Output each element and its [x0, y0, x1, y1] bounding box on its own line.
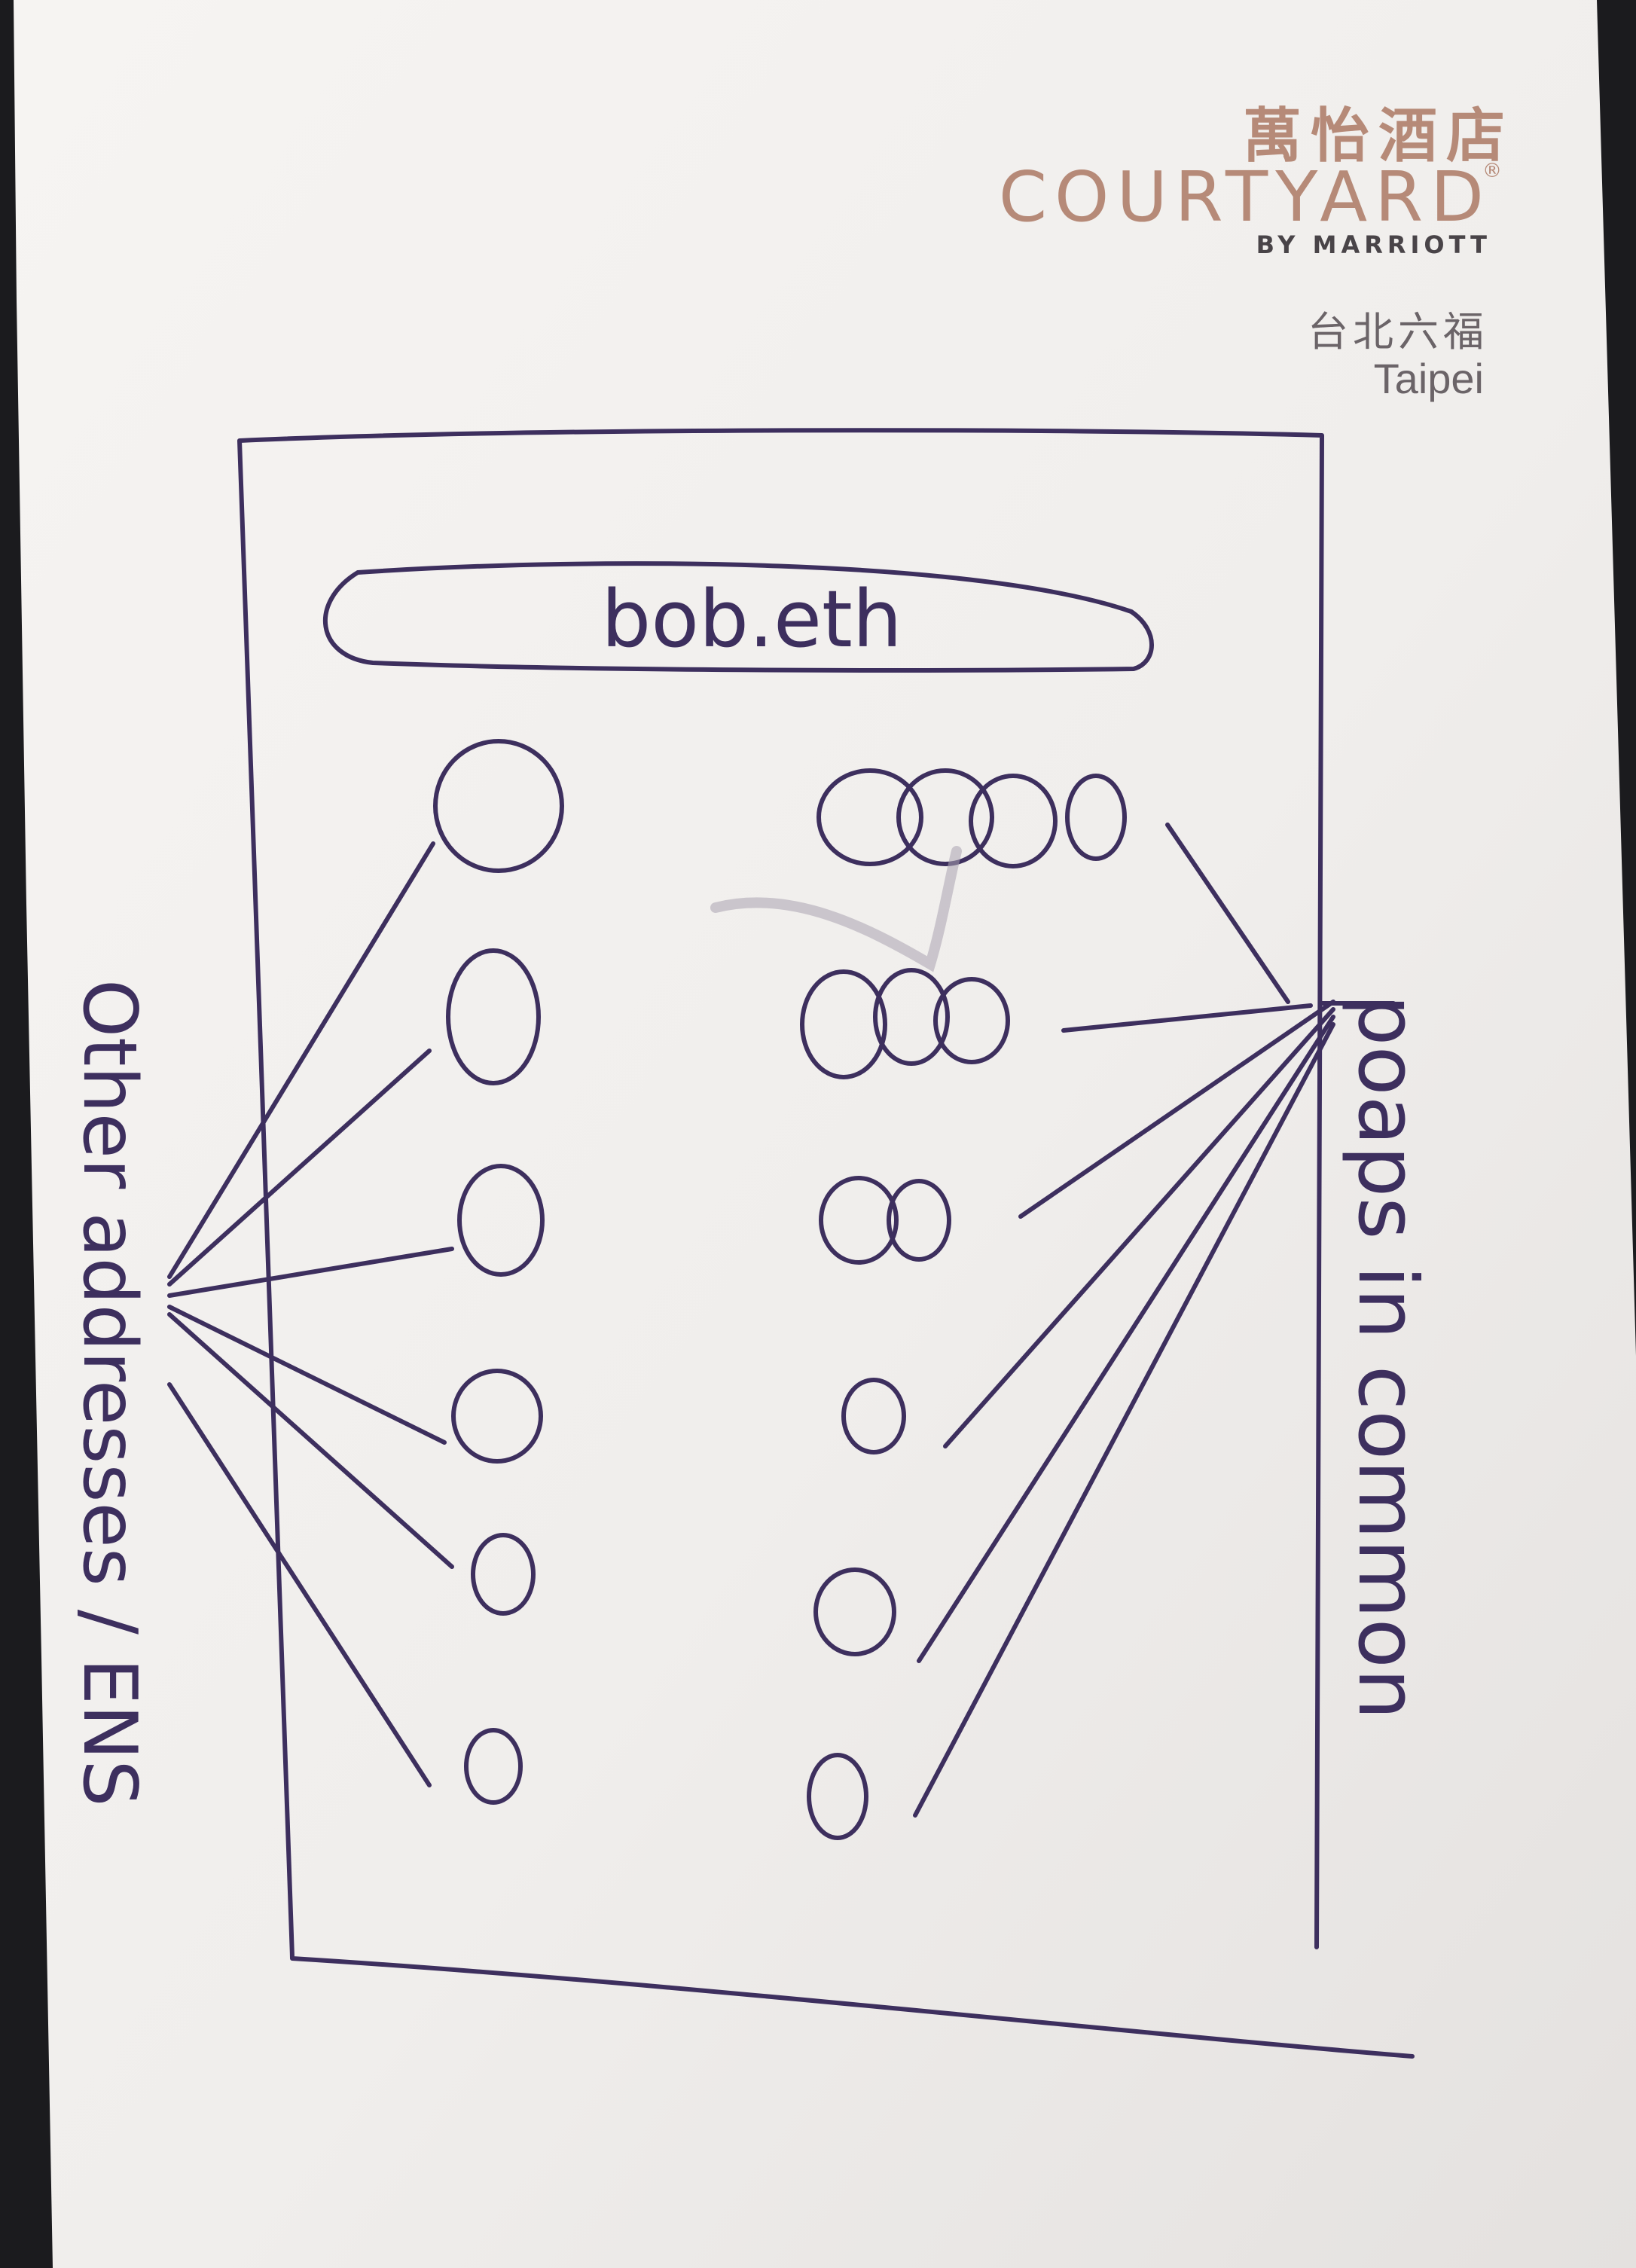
poap-badge [807, 1753, 868, 1840]
poap-group [800, 968, 1010, 1079]
search-bar-text: bob.eth [601, 573, 902, 665]
other-addresses-label: Other addresses / ENS [66, 979, 152, 1807]
right-annotation-lines [913, 823, 1396, 1818]
poap-badge [887, 1179, 951, 1262]
brand-name-zh: 萬怡酒店 [1242, 102, 1514, 170]
address-avatar [451, 1369, 543, 1464]
poap-badge [896, 768, 994, 866]
address-avatar [464, 1728, 523, 1805]
brand-byline: BY MARRIOTT [1256, 230, 1491, 259]
address-avatar [457, 1164, 545, 1277]
location-zh: 台北六福 [1308, 308, 1488, 356]
poap-badge [841, 1378, 906, 1455]
location-en: Taipei [1373, 355, 1484, 402]
eraser-smudge [710, 846, 962, 972]
poap-badge [1065, 774, 1127, 861]
address-avatar [446, 948, 541, 1085]
poap-group [816, 768, 1127, 868]
address-avatar [471, 1533, 536, 1616]
poap-badge [813, 1567, 896, 1656]
brand-name-en: COURTYARD [998, 157, 1491, 237]
frame-outline [237, 428, 1415, 2059]
search-bar-outline [322, 561, 1154, 673]
poap-badge [873, 968, 950, 1066]
poap-badge [933, 977, 1010, 1064]
poaps-in-common-label: poaps in common [1340, 994, 1434, 1720]
poap-badge [800, 969, 887, 1079]
poap-badge [969, 774, 1058, 868]
registered-mark: ® [1482, 160, 1502, 182]
poap-badge [819, 1176, 899, 1265]
poap-badge [816, 768, 923, 866]
address-avatar [433, 739, 564, 873]
poap-group [819, 1176, 951, 1265]
left-annotation-lines [167, 841, 454, 1787]
